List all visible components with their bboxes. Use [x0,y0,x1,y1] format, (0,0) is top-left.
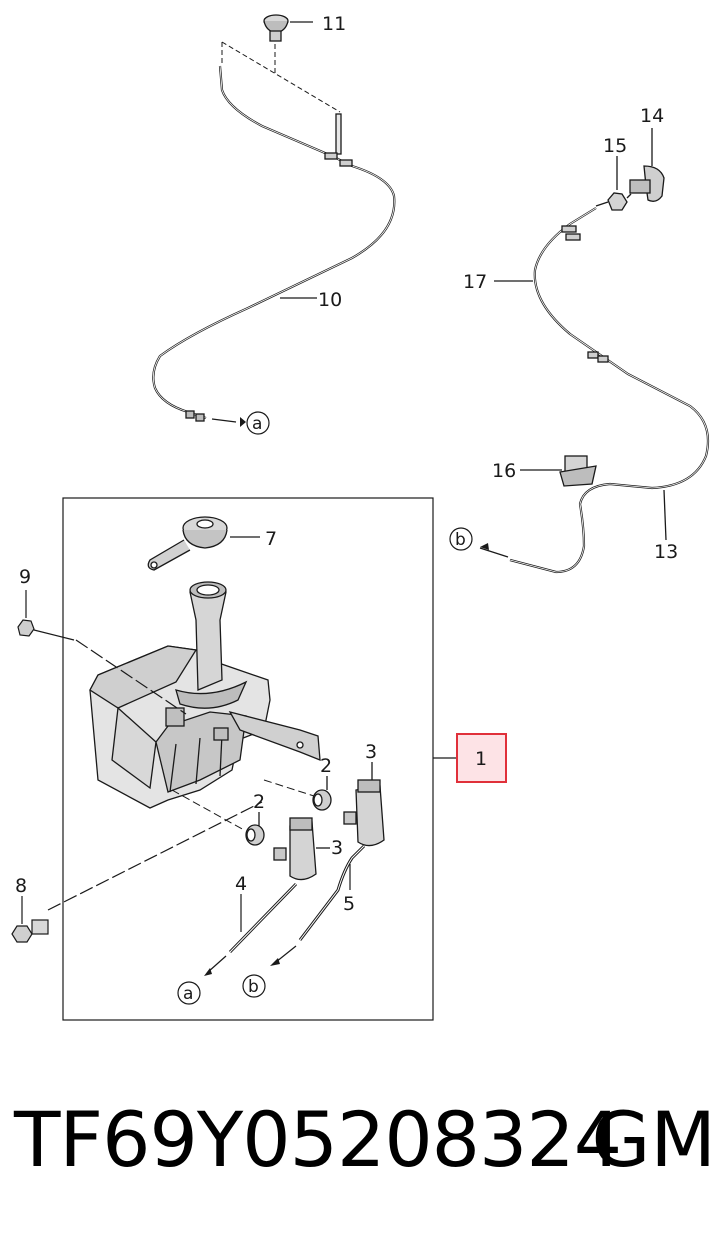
connector-a-circle [177,981,201,1005]
assembly-frame [62,497,434,1021]
bolt-8 [11,801,263,943]
rear-washer-hose-group [479,128,710,574]
callout-10: 10 [318,289,342,311]
hose-13-17 [509,207,710,574]
callout-3-upper: 3 [365,741,377,763]
hose-10 [152,65,396,420]
washer-nozzle [263,14,313,42]
callout-17: 17 [463,271,487,293]
pump-lower [273,817,330,881]
callout-9: 9 [19,566,31,588]
callout-15: 15 [603,135,627,157]
connector-b-label: b [455,530,466,550]
callout-16: 16 [492,460,516,482]
filler-cap [147,516,260,571]
hose-4 [207,882,298,973]
arrow-icon [270,958,280,966]
grommet-upper [312,776,332,811]
hose-clip [520,455,597,487]
brand-label: GM [591,1095,716,1184]
connector-b-circle [242,974,266,998]
pump-upper [343,762,385,847]
callout-3-lower: 3 [331,837,343,859]
front-washer-hose-group [152,14,396,423]
connector-b-circle [449,527,473,551]
screw-9 [17,590,187,715]
hex-nut [595,156,632,211]
part-code: TF69Y05208324 [14,1095,622,1184]
grommet-lower [245,812,265,846]
arrow-icon [240,417,246,427]
connector-a-label: a [252,414,262,434]
arrow-icon [480,543,489,550]
callout-7: 7 [265,528,277,550]
highlight-box [456,733,507,783]
washer-reservoir [89,581,321,809]
callout-8: 8 [15,875,27,897]
rear-nozzle-elbow [629,128,665,202]
connector-b-label: b [248,977,259,997]
callout-2-lower: 2 [253,791,265,813]
hose-5 [275,844,366,963]
callout-2-upper: 2 [320,755,332,777]
connector-a-circle [246,411,270,435]
callout-4: 4 [235,873,247,895]
arrow-icon [204,968,212,976]
callout-14: 14 [640,105,664,127]
connector-a-label: a [183,984,193,1004]
callout-5: 5 [343,893,355,915]
callout-13: 13 [654,541,678,563]
callout-1: 1 [475,748,487,770]
callout-11: 11 [322,13,346,35]
